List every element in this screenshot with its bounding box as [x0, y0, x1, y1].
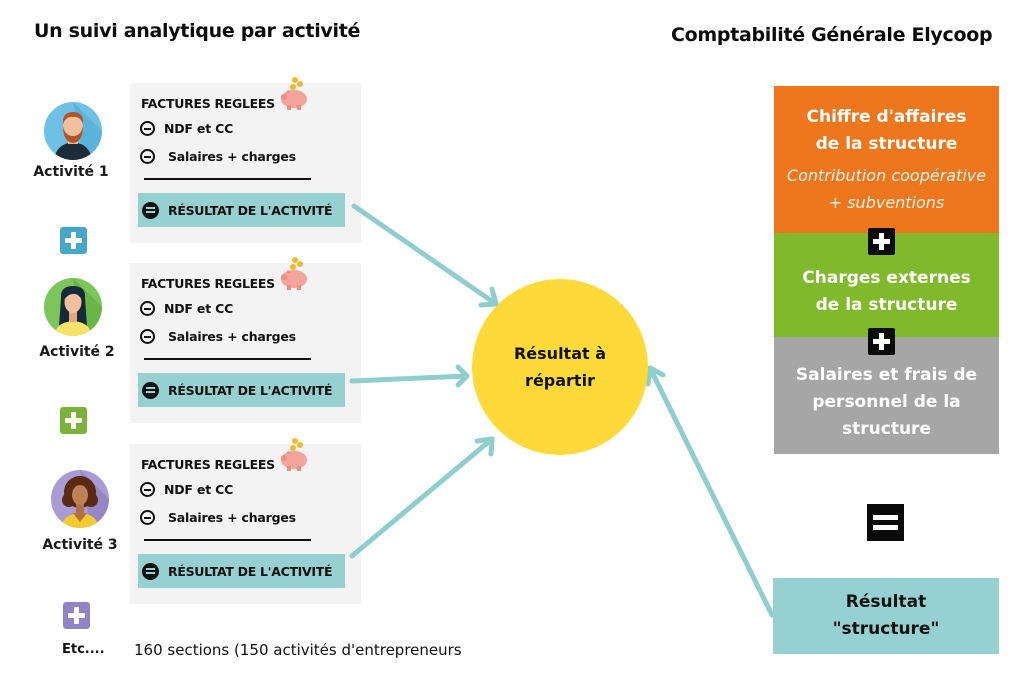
plus-icon — [60, 227, 87, 254]
woman-curly-avatar-icon — [51, 470, 109, 528]
activity-card: FACTURES REGLEES NDF et CC Salaires + ch… — [130, 77, 361, 243]
minus-circle-icon — [140, 121, 155, 136]
left-section-title: Un suivi analytique par activité — [34, 20, 361, 42]
arrow-activity3-to-result — [349, 436, 495, 559]
activity-result-bar: RÉSULTAT DE L'ACTIVITÉ — [138, 193, 345, 227]
divider — [144, 358, 311, 360]
deduction-line: NDF et CC — [140, 301, 233, 316]
arrow-activity1-to-result — [351, 203, 499, 308]
card-header: FACTURES REGLEES — [141, 96, 275, 111]
minus-circle-icon — [140, 482, 155, 497]
plus-icon — [60, 407, 87, 434]
minus-circle-icon — [140, 510, 155, 525]
etc-label: Etc.... — [62, 642, 105, 657]
deduction-line: Salaires + charges — [140, 510, 296, 525]
piggy-bank-icon — [281, 438, 307, 471]
equals-circle-icon — [142, 381, 159, 399]
card-header: FACTURES REGLEES — [141, 457, 275, 472]
salaries-box: Salaires et frais de personnel de la str… — [774, 337, 999, 454]
deduction-line: NDF et CC — [140, 121, 233, 136]
divider — [144, 539, 311, 541]
minus-circle-icon — [140, 149, 155, 164]
arrow-structure-to-result — [645, 365, 775, 618]
man-avatar-icon — [44, 102, 102, 160]
divider — [144, 178, 311, 180]
plus-icon — [63, 602, 90, 629]
card-header: FACTURES REGLEES — [141, 276, 275, 291]
woman-avatar-icon — [44, 278, 102, 336]
equals-circle-icon — [142, 201, 159, 219]
activity-label: Activité 2 — [39, 344, 115, 360]
result-to-distribute-circle: Résultat à répartir — [472, 279, 648, 455]
equals-icon — [867, 504, 904, 541]
structure-result-box: Résultat "structure" — [773, 578, 999, 654]
arrow-activity2-to-result — [349, 364, 470, 388]
piggy-bank-icon — [281, 77, 307, 110]
revenue-box: Chiffre d'affaires de la structure Contr… — [774, 86, 999, 233]
deduction-line: Salaires + charges — [140, 329, 296, 344]
equals-circle-icon — [142, 562, 159, 580]
activity-result-bar: RÉSULTAT DE L'ACTIVITÉ — [138, 554, 345, 588]
minus-circle-icon — [140, 301, 155, 316]
deduction-line: NDF et CC — [140, 482, 233, 497]
right-section-title: Comptabilité Générale Elycoop — [671, 24, 993, 46]
plus-icon — [868, 228, 895, 255]
activity-label: Activité 1 — [33, 164, 109, 180]
minus-circle-icon — [140, 329, 155, 344]
activity-card: FACTURES REGLEES NDF et CC Salaires + ch… — [130, 438, 361, 604]
activity-label: Activité 3 — [42, 537, 118, 553]
activity-card: FACTURES REGLEES NDF et CC Salaires + ch… — [130, 257, 361, 423]
piggy-bank-icon — [281, 257, 307, 290]
sections-note: 160 sections (150 activités d'entreprene… — [134, 641, 462, 659]
plus-icon — [868, 328, 895, 355]
activity-result-bar: RÉSULTAT DE L'ACTIVITÉ — [138, 373, 345, 407]
deduction-line: Salaires + charges — [140, 149, 296, 164]
